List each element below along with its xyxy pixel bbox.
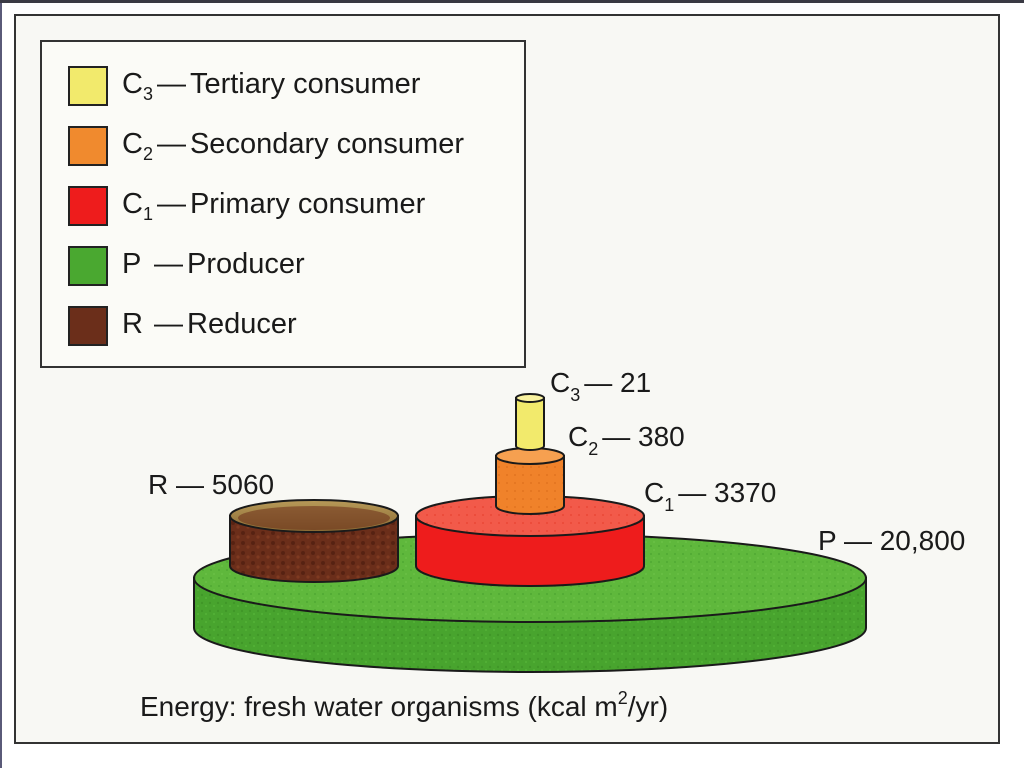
legend-label: Primary consumer <box>189 188 426 220</box>
reducer-disk-inner <box>238 506 390 530</box>
top-border <box>0 0 1024 3</box>
legend-label: Producer <box>187 248 305 280</box>
secondary-disk-side <box>495 455 565 515</box>
legend-label: Secondary consumer <box>189 128 464 160</box>
reducer-swatch <box>68 306 108 346</box>
primary-consumer-disk <box>415 495 645 587</box>
label-r: R — 5060 <box>148 469 274 500</box>
producer-swatch <box>68 246 108 286</box>
legend-label: Tertiary consumer <box>189 68 421 100</box>
legend-symbol: R <box>122 308 143 340</box>
legend-symbol: P <box>122 248 142 280</box>
label-p: P — 20,800 <box>818 525 965 556</box>
secondary-swatch <box>68 126 108 166</box>
legend-symbol: C2 <box>122 128 153 164</box>
reducer-disk <box>229 499 399 583</box>
secondary-consumer-disk <box>495 447 565 515</box>
left-border <box>0 0 2 768</box>
tertiary-swatch <box>68 66 108 106</box>
label-c3: C3— 21 <box>550 367 651 405</box>
tertiary-consumer-disk <box>515 393 545 451</box>
primary-swatch <box>68 186 108 226</box>
legend-symbol: C1 <box>122 188 153 224</box>
reducer-disk-side <box>229 515 399 583</box>
label-c1: C1— 3370 <box>644 477 776 515</box>
legend: C3—Tertiary consumer C2—Secondary consum… <box>40 40 526 368</box>
caption: Energy: fresh water organisms (kcal m2/y… <box>140 688 668 722</box>
tertiary-disk-side <box>515 397 545 451</box>
tertiary-disk-top <box>515 393 545 403</box>
legend-symbol: C3 <box>122 68 153 104</box>
legend-label: Reducer <box>187 308 297 340</box>
label-c2: C2— 380 <box>568 421 685 459</box>
